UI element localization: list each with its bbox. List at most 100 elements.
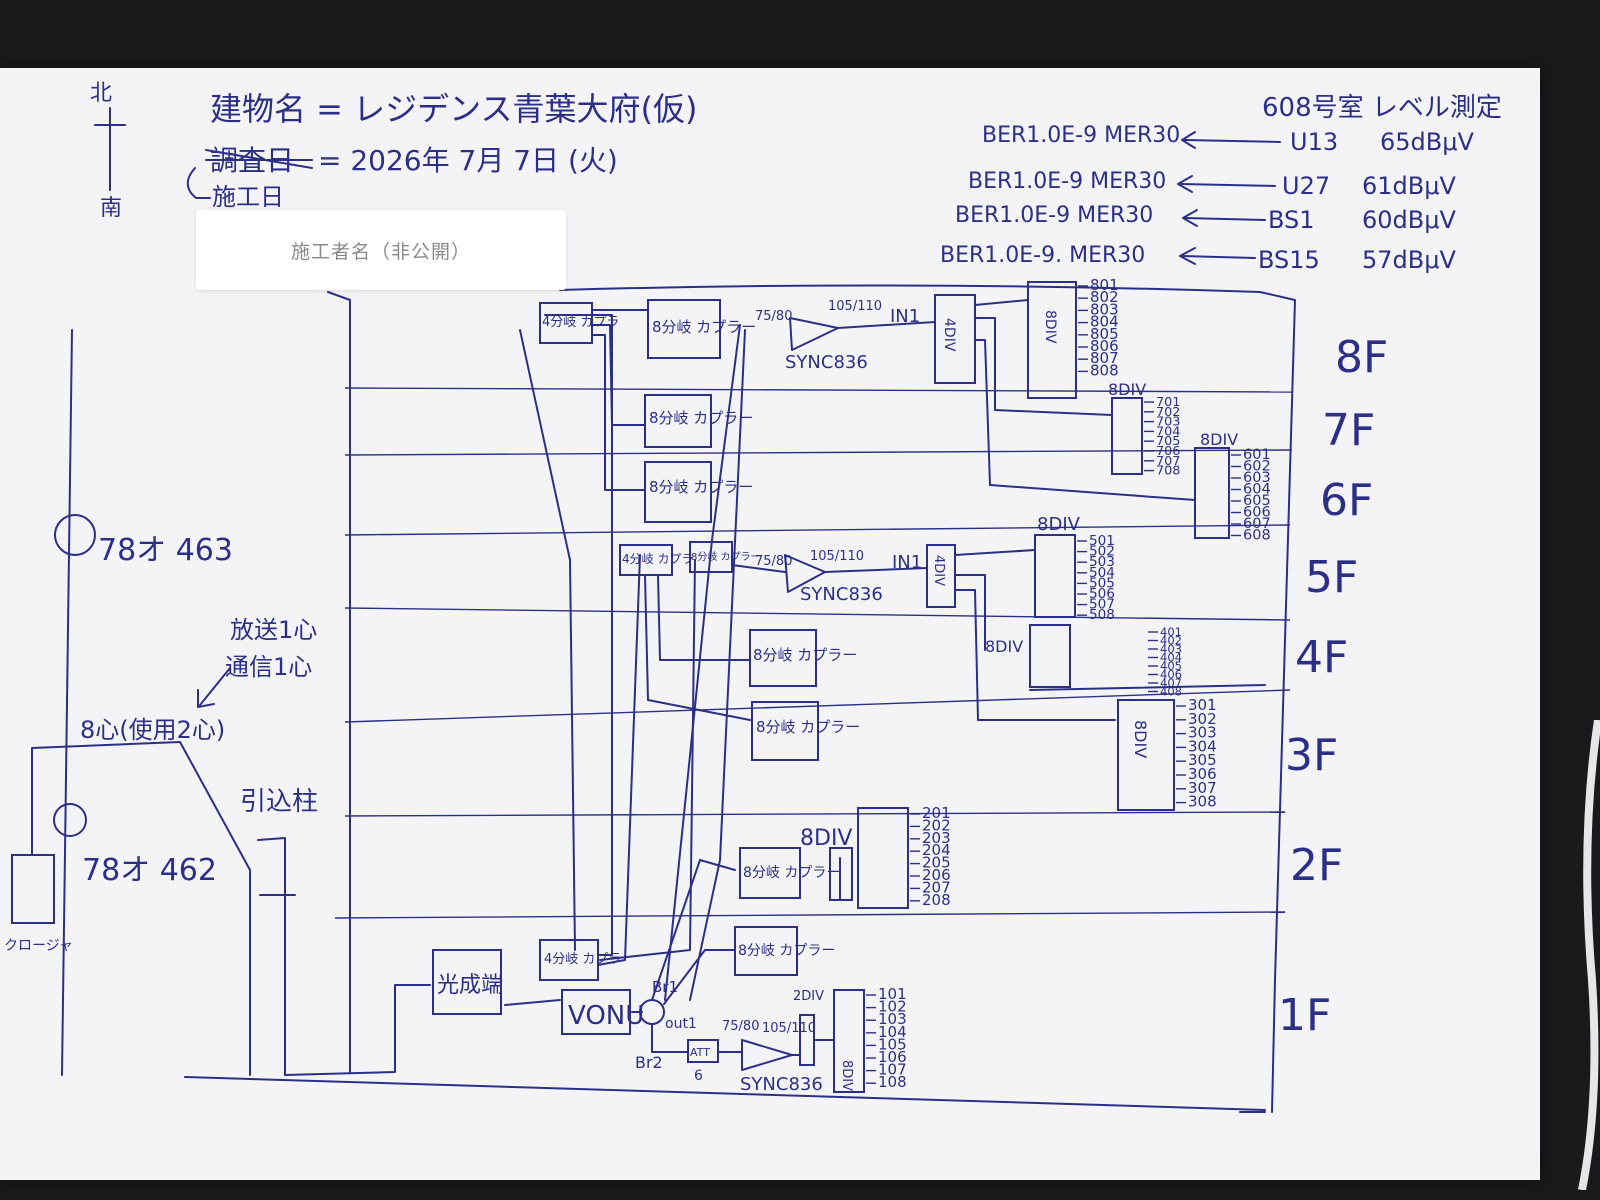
room-number-607: 607 [1243,516,1271,532]
room-number-207: 207 [922,878,951,896]
room-number-201: 201 [922,804,951,822]
coupler8-2f [739,847,801,899]
room-number-501: 501 [1089,533,1115,549]
room-number-802: 802 [1090,288,1119,306]
room-number-101: 101 [878,985,907,1003]
room-number-304: 304 [1188,737,1217,755]
measurement-channel-1: U13 [1290,128,1338,156]
coupler8-3f [751,701,819,761]
amp1-model: SYNC836 [740,1074,823,1095]
room-number-204: 204 [922,841,951,859]
room-number-508: 508 [1089,607,1115,623]
floor-label-6f: 6F [1320,475,1373,526]
room-number-305: 305 [1188,751,1217,769]
room-number-102: 102 [878,998,907,1016]
room-number-801: 801 [1090,276,1119,294]
coupler8-7f-label: 8分岐 カプラー [649,409,753,427]
coupler8-1f-a-label: 8分岐 カプラー [738,943,835,959]
room-number-706: 706 [1156,444,1180,459]
measurement-channel-4: BS15 [1258,246,1320,274]
room-number-804: 804 [1090,313,1119,331]
attenuator-label: ATT [690,1046,710,1059]
room-number-407: 407 [1160,676,1182,690]
out1-label: out1 [665,1016,697,1032]
div4-8f-label: 4DIV [941,318,957,352]
room-number-602: 602 [1243,459,1271,475]
measurement-level-1: 65dBμV [1380,128,1475,156]
room-number-306: 306 [1188,765,1217,783]
coupler8-8f [647,299,721,359]
compass-north: 北 [90,81,112,106]
room-number-403: 403 [1160,642,1182,656]
div8-5f-label: 8DIV [1037,514,1081,535]
coupler8-2f-label: 8分岐 カプラー [743,865,840,881]
vonu-box [561,989,631,1035]
vonu-label: VONU [568,1001,644,1031]
room-number-606: 606 [1243,505,1271,521]
room-number-702: 702 [1156,405,1180,420]
room-number-808: 808 [1090,361,1119,379]
room-number-105: 105 [878,1035,907,1053]
room-number-205: 205 [922,854,951,872]
coupler8-6f-label: 8分岐 カプラー [649,478,753,496]
room-number-806: 806 [1090,337,1119,355]
div8-2f-label: 8DIV [800,826,852,851]
coupler8-8f-label: 8分岐 カプラー [652,318,756,336]
room-number-103: 103 [878,1010,907,1028]
measurement-ber-1: BER1.0E-9 MER30 [982,123,1180,148]
div8-2f-box [857,807,909,909]
measurement-channel-3: BS1 [1268,206,1315,234]
room-number-504: 504 [1089,565,1115,581]
comm-fiber-label: 通信1心 [225,653,312,681]
building-name: 建物名 = レジデンス青葉大府(仮) [210,90,698,128]
redacted-installer-name: 施工者名（非公開） [196,210,566,290]
coupler8-5f-label: 8分岐 カプラー [691,550,761,563]
amp5-in-level: 75/80 [755,554,792,569]
div8-5f-box [1034,534,1076,618]
measurement-ber-2: BER1.0E-9 MER30 [968,169,1166,194]
room-number-704: 704 [1156,424,1180,439]
floor-label-1f: 1F [1278,990,1331,1041]
room-number-604: 604 [1243,482,1271,498]
amp5-out-level: 105/110 [810,549,864,564]
div8-7f-box [1111,397,1143,475]
floor-label-8f: 8F [1335,332,1388,383]
pole-id-462: 78オ 462 [82,853,217,888]
coupler8-4f [749,629,817,687]
room-number-608: 608 [1243,528,1271,544]
room-number-703: 703 [1156,415,1180,430]
room-number-402: 402 [1160,634,1182,648]
fiber-count-label: 8心(使用2心) [80,716,225,744]
room-number-308: 308 [1188,793,1217,811]
measurement-level-4: 57dBμV [1362,246,1457,274]
room-number-502: 502 [1089,544,1115,560]
attenuator-value: 6 [694,1068,703,1084]
amp5-model: SYNC836 [800,584,883,605]
room-number-605: 605 [1243,493,1271,509]
work-day-label: 施工日 [212,183,284,211]
room-number-208: 208 [922,891,951,909]
floor-label-5f: 5F [1305,552,1358,603]
compass-south: 南 [100,196,122,221]
amp8-triangle [789,317,839,351]
amp8-out-level: 105/110 [828,299,882,314]
measurement-title: 608号室 レベル測定 [1262,93,1502,123]
room-number-303: 303 [1188,724,1217,742]
measurement-level-2: 61dBμV [1362,172,1457,200]
room-number-307: 307 [1188,779,1217,797]
in1-8f: IN1 [890,306,920,327]
amp5-triangle [784,554,826,593]
room-number-104: 104 [878,1023,907,1041]
measurement-level-3: 60dBμV [1362,206,1457,234]
room-number-302: 302 [1188,710,1217,728]
room-number-707: 707 [1156,454,1180,469]
div8-7f-label: 8DIV [1108,380,1146,399]
room-number-202: 202 [922,816,951,834]
room-number-406: 406 [1160,668,1182,682]
coupler4-1f [539,939,599,981]
floor-label-2f: 2F [1290,840,1343,891]
div8-8f-label: 8DIV [1042,310,1058,344]
amp8-in-level: 75/80 [755,309,792,324]
coupler4-8f [539,302,593,344]
